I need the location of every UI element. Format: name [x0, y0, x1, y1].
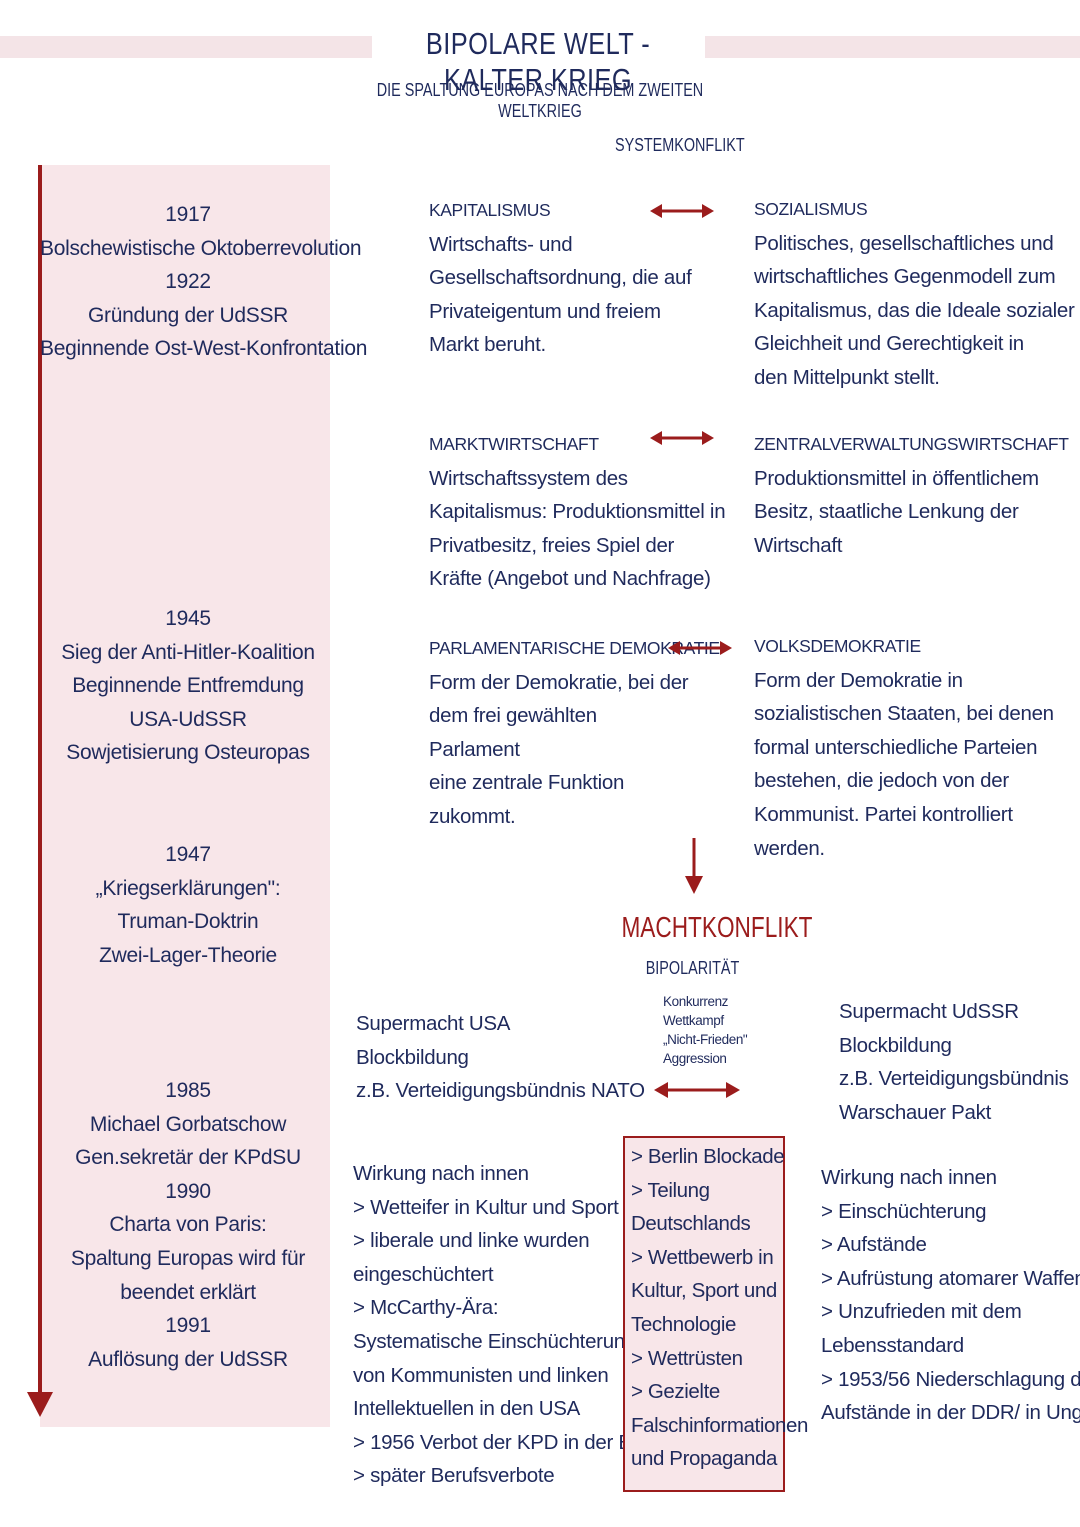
- timeline-arrow-head-icon: [27, 1392, 53, 1417]
- title-band-right: [705, 36, 1080, 58]
- udssr-section: Supermacht UdSSR Blockbildung z.B. Verte…: [839, 1000, 1069, 1124]
- relations-list: Konkurrenz Wettkampf „Nicht-Frieden" Agg…: [663, 994, 748, 1066]
- kapitalismus-section: KAPITALISMUS Wirtschafts- und Gesellscha…: [429, 194, 692, 362]
- timeline-block-1945: 1945 Sieg der Anti-Hitler-Koalition Begi…: [61, 607, 315, 765]
- volksdemokratie-section: VOLKSDEMOKRATIE Form der Demokratie in s…: [754, 630, 1054, 865]
- volksdemokratie-heading: VOLKSDEMOKRATIE: [754, 636, 921, 656]
- zentralverwaltungswirtschaft-heading: ZENTRALVERWALTUNGSWIRTSCHAFT: [754, 434, 1069, 454]
- parlamentarische-demokratie-heading: PARLAMENTARISCHE DEMOKRATIE: [429, 638, 720, 658]
- machtkonflikt-heading: MACHTKONFLIKT: [621, 912, 813, 944]
- arrow-down-icon: [685, 838, 703, 894]
- double-arrow-icon: [668, 641, 732, 655]
- page-title: BIPOLARE WELT - KALTER KRIEG: [402, 26, 674, 98]
- marktwirtschaft-heading: MARKTWIRTSCHAFT: [429, 434, 599, 454]
- udssr-inner-effects: Wirkung nach innen > Einschüchterung > A…: [821, 1166, 1080, 1425]
- timeline-panel: [40, 165, 330, 1427]
- title-band-left: [0, 36, 372, 58]
- timeline-block-1917: 1917 Bolschewistische Oktoberrevolution …: [40, 203, 368, 361]
- shared-conflict-box: > Berlin Blockade > Teilung Deutschlands…: [623, 1136, 808, 1492]
- double-arrow-icon: [650, 204, 714, 218]
- double-arrow-icon: [654, 1082, 740, 1098]
- marktwirtschaft-section: MARKTWIRTSCHAFT Wirtschaftssystem des Ka…: [429, 428, 726, 596]
- sozialismus-section: SOZIALISMUS Politisches, gesellschaftlic…: [754, 193, 1075, 395]
- sozialismus-heading: SOZIALISMUS: [754, 199, 868, 219]
- double-arrow-icon: [650, 431, 714, 445]
- systemkonflikt-label: SYSTEMKONFLIKT: [615, 135, 745, 155]
- usa-section: Supermacht USA Blockbildung z.B. Verteid…: [356, 1012, 645, 1103]
- timeline-block-1985: 1985 Michael Gorbatschow Gen.sekretär de…: [70, 1079, 306, 1371]
- page-subtitle: DIE SPALTUNG EUROPAS NACH DEM ZWEITEN WE…: [376, 80, 704, 121]
- zentralverwaltungswirtschaft-section: ZENTRALVERWALTUNGSWIRTSCHAFT Produktions…: [754, 428, 1069, 562]
- timeline-block-1947: 1947 „Kriegserklärungen": Truman-Doktrin…: [95, 843, 281, 967]
- bipolaritaet-label: BIPOLARITÄT: [645, 958, 740, 978]
- timeline-arrow-line: [38, 165, 42, 1395]
- usa-inner-effects: Wirkung nach innen > Wetteifer in Kultur…: [353, 1162, 661, 1488]
- parlamentarische-demokratie-section: PARLAMENTARISCHE DEMOKRATIE Form der Dem…: [429, 632, 720, 834]
- kapitalismus-heading: KAPITALISMUS: [429, 200, 551, 220]
